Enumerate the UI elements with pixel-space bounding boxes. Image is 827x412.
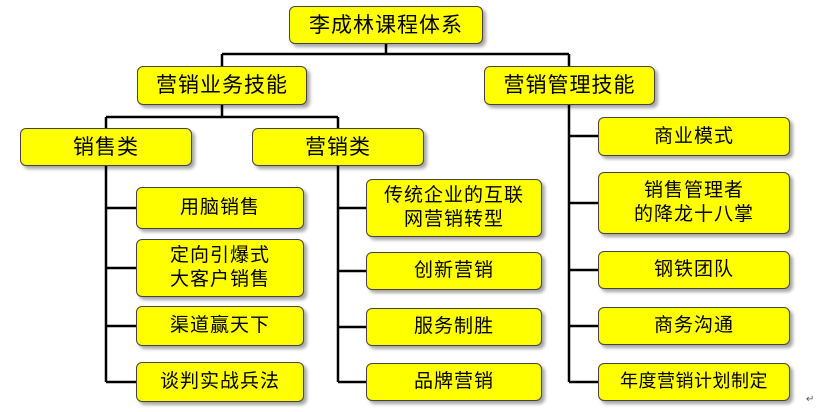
root-node: 李成林课程体系 [289, 6, 483, 44]
management-item-node: 钢铁团队 [598, 251, 790, 289]
business-skills-node: 营销业务技能 [137, 66, 307, 105]
management-item-node: 商业模式 [598, 117, 790, 156]
management-item-node: 商务沟通 [598, 307, 790, 345]
sales-item-node: 谈判实战兵法 [136, 362, 304, 402]
marketing-item-node: 服务制胜 [366, 308, 542, 346]
marketing-item-label: 品牌营销 [413, 370, 494, 393]
management-skills-label: 营销管理技能 [503, 73, 636, 98]
marketing-category-label: 营销类 [305, 134, 371, 159]
sales-item-label: 用脑销售 [179, 196, 260, 219]
marketing-item-label: 创新营销 [413, 259, 494, 282]
marketing-item-node: 创新营销 [366, 252, 542, 290]
sales-category-label: 销售类 [73, 134, 139, 159]
sales-category-node: 销售类 [20, 128, 192, 166]
marketing-item-label: 传统企业的互联 网营销转型 [383, 184, 524, 230]
business-skills-label: 营销业务技能 [156, 73, 288, 98]
root-label: 李成林课程体系 [309, 12, 463, 37]
sales-item-label: 谈判实战兵法 [159, 370, 280, 393]
sales-item-node: 用脑销售 [136, 187, 304, 229]
marketing-item-node: 品牌营销 [366, 363, 542, 401]
management-skills-node: 营销管理技能 [484, 66, 655, 105]
marketing-item-node: 传统企业的互联 网营销转型 [366, 179, 542, 237]
paragraph-mark: ↵ [806, 394, 815, 405]
management-item-label: 商业模式 [653, 124, 734, 147]
management-item-node: 年度营销计划制定 [598, 363, 790, 401]
management-item-label: 商务沟通 [653, 314, 734, 337]
marketing-category-node: 营销类 [252, 128, 424, 166]
marketing-item-label: 服务制胜 [413, 315, 494, 338]
management-item-label: 年度营销计划制定 [620, 370, 768, 392]
management-item-label: 销售管理者 的降龙十八掌 [633, 179, 754, 225]
sales-item-label: 定向引爆式 大客户销售 [169, 244, 270, 290]
management-item-node: 销售管理者 的降龙十八掌 [598, 172, 790, 234]
sales-item-node: 定向引爆式 大客户销售 [136, 239, 304, 297]
management-item-label: 钢铁团队 [653, 258, 734, 281]
sales-item-node: 渠道赢天下 [136, 306, 304, 346]
sales-item-label: 渠道赢天下 [169, 314, 270, 337]
